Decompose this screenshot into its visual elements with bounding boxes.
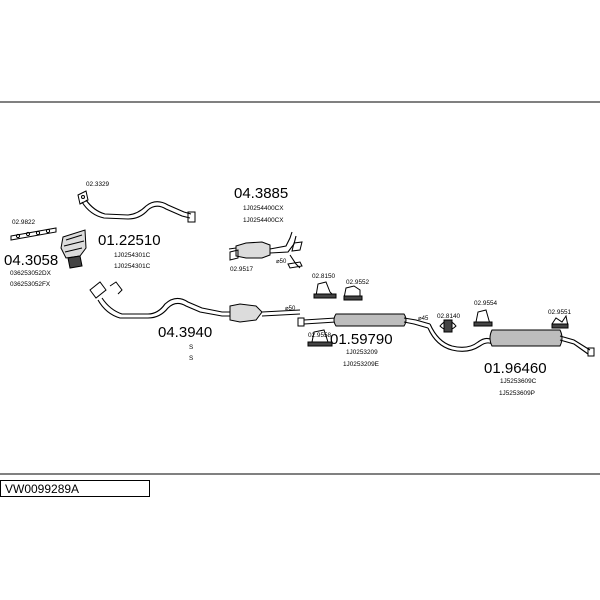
hanger-9552-drawing xyxy=(343,285,363,301)
ref-01-59790-1: 1J0253209 xyxy=(346,349,378,356)
diagram-code: VW0099289A xyxy=(5,482,80,496)
ref-01-96460-1: 1J5253609C xyxy=(500,378,537,385)
label-02-9558: 02.9558 xyxy=(308,332,332,339)
label-02-9554: 02.9554 xyxy=(474,300,498,307)
hanger-9558-drawing xyxy=(307,329,333,347)
hanger-9554-drawing xyxy=(473,309,493,327)
label-02-8150: 02.8150 xyxy=(312,273,336,280)
ref-04-3058-2: 036253052FX xyxy=(10,281,51,288)
hanger-9551-drawing xyxy=(551,314,569,329)
ref-01-59790-2: 1J0253209E xyxy=(343,361,379,368)
label-02-9552: 02.9552 xyxy=(346,279,370,286)
ref-04-3940-1: S xyxy=(189,344,193,351)
ref-04-3940-2: S xyxy=(189,355,193,362)
label-04-3885: 04.3885 xyxy=(234,185,288,202)
label-02-8140: 02.8140 xyxy=(437,313,461,320)
diameter-50-b: ⌀50 xyxy=(285,306,296,312)
ref-04-3885-1: 1J0254400CX xyxy=(243,205,284,212)
label-02-9517: 02.9517 xyxy=(230,266,254,273)
label-01-96460: 01.96460 xyxy=(484,360,547,377)
label-02-3329: 02.3329 xyxy=(86,181,110,188)
label-02-9822: 02.9822 xyxy=(12,219,36,226)
ref-01-96460-2: 1J5253609P xyxy=(499,390,535,397)
ref-01-22510-2: 1J0254301C xyxy=(114,263,151,270)
catalyst-drawing xyxy=(228,231,303,269)
catalyst-gasket-drawing xyxy=(229,249,239,261)
diameter-50-a: ⌀50 xyxy=(276,259,287,265)
hanger-8140-drawing xyxy=(439,319,457,333)
label-04-3940: 04.3940 xyxy=(158,324,212,341)
front-pipe-drawing xyxy=(81,199,196,223)
label-01-22510: 01.22510 xyxy=(98,232,161,249)
diagram-code-box: VW0099289A xyxy=(0,480,150,497)
ref-01-22510-1: 1J0254301C xyxy=(114,252,151,259)
front-gasket-drawing xyxy=(77,190,89,205)
label-04-3058: 04.3058 xyxy=(4,252,58,269)
rear-muffler-drawing xyxy=(427,323,595,357)
manifold-gasket-drawing xyxy=(10,227,57,241)
ref-04-3058-1: 036253052DX xyxy=(10,270,52,277)
label-02-9551: 02.9551 xyxy=(548,309,572,316)
ref-04-3885-2: 1J0254400CX xyxy=(243,217,284,224)
mid-catalyst-drawing xyxy=(89,281,301,323)
center-muffler-drawing xyxy=(297,313,431,329)
label-01-59790: 01.59790 xyxy=(330,331,393,348)
hanger-8150-drawing xyxy=(313,281,337,299)
manifold-catalyst-drawing xyxy=(60,229,87,269)
diameter-45: ⌀45 xyxy=(418,316,429,322)
